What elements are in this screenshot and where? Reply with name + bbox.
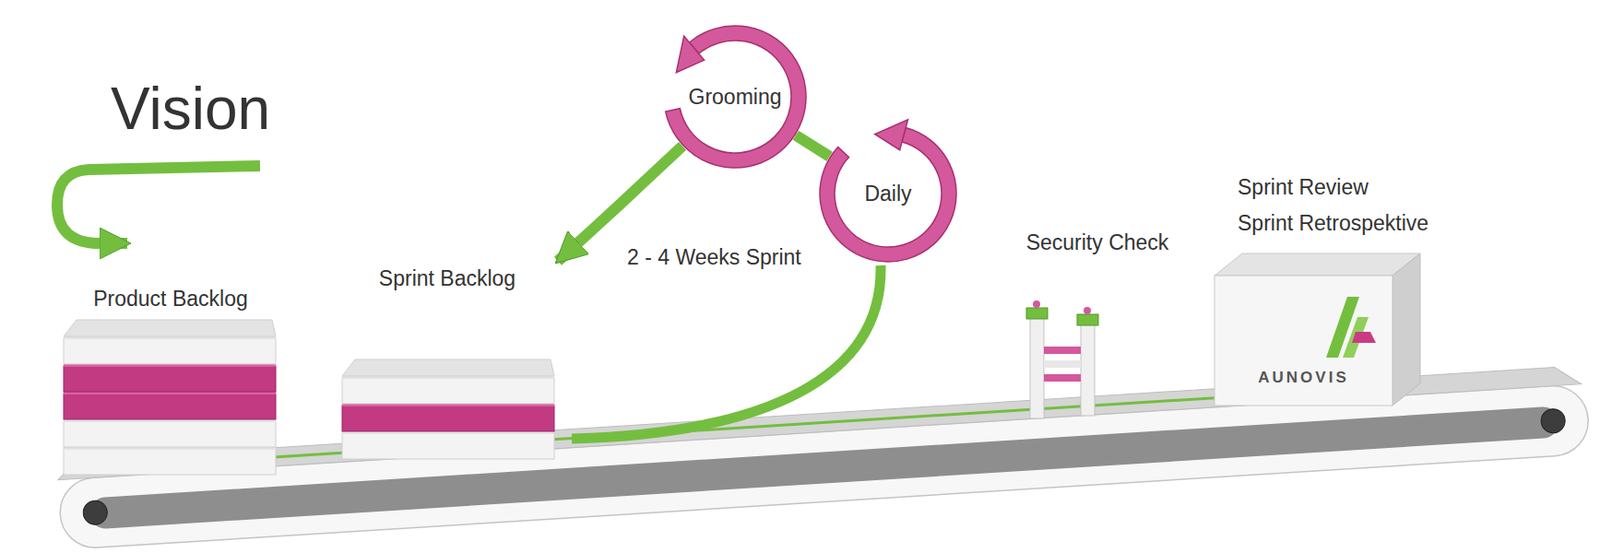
slab-top	[342, 359, 555, 377]
flow-arrow	[795, 135, 830, 157]
sprint-label: 2 - 4 Weeks Sprint	[627, 247, 802, 269]
ring-head	[875, 119, 909, 151]
ring-arc	[819, 128, 957, 262]
slab	[342, 378, 555, 404]
box-front	[1214, 275, 1393, 406]
slab	[342, 405, 555, 432]
slab	[342, 433, 555, 460]
slab	[63, 393, 276, 420]
gate-post	[1030, 318, 1044, 419]
gate-light	[1083, 307, 1091, 315]
slab	[63, 421, 276, 448]
gate-post	[1080, 324, 1095, 416]
product-backlog-stack	[63, 320, 276, 475]
security-gate	[1026, 300, 1099, 419]
box-top	[1214, 253, 1421, 276]
stage-label: Grooming	[688, 84, 783, 110]
stage-box: Sprint ReviewSprint RetrospektiveAUNOVIS	[1214, 171, 1457, 410]
stage-label: Sprint Review	[1237, 175, 1369, 201]
stage-label: Daily	[864, 181, 912, 207]
slab	[63, 366, 276, 392]
logo-text: AUNOVIS	[1214, 365, 1393, 391]
gate-bar	[1043, 374, 1081, 382]
slab	[63, 449, 276, 475]
vision-arrow	[57, 165, 261, 244]
stage-label: Sprint Backlog	[379, 266, 516, 292]
roller	[1540, 408, 1566, 435]
ring-arc	[665, 25, 806, 168]
vision-heading: Vision	[110, 79, 271, 139]
box-side	[1392, 253, 1421, 406]
daily-line	[571, 265, 881, 439]
stage-label: Sprint Retrospektive	[1237, 211, 1429, 237]
cycle-circle: Daily	[814, 119, 962, 268]
slab	[63, 338, 276, 365]
belt-body	[58, 383, 1590, 550]
stage-box: Product Backlog	[55, 281, 286, 480]
sprint-backlog-stack	[342, 359, 555, 460]
roller	[82, 499, 108, 526]
stage-label: Product Backlog	[93, 286, 248, 312]
gate-cap	[1077, 314, 1099, 326]
flow-arrow	[557, 145, 683, 261]
logo-stroke	[1351, 331, 1376, 344]
stage-box: Sprint Backlog	[336, 260, 558, 464]
cycle-circle: Grooming	[658, 20, 812, 174]
gate-bar	[1043, 346, 1081, 355]
gate-light	[1032, 300, 1041, 309]
stage-label: Security Check	[1026, 230, 1170, 256]
slab-top	[63, 320, 276, 337]
gate-cap	[1026, 308, 1048, 320]
stage-box: Security Check	[1019, 228, 1177, 423]
gate-bar	[1043, 360, 1081, 368]
ring-head	[675, 35, 704, 73]
review-box	[1214, 253, 1421, 406]
